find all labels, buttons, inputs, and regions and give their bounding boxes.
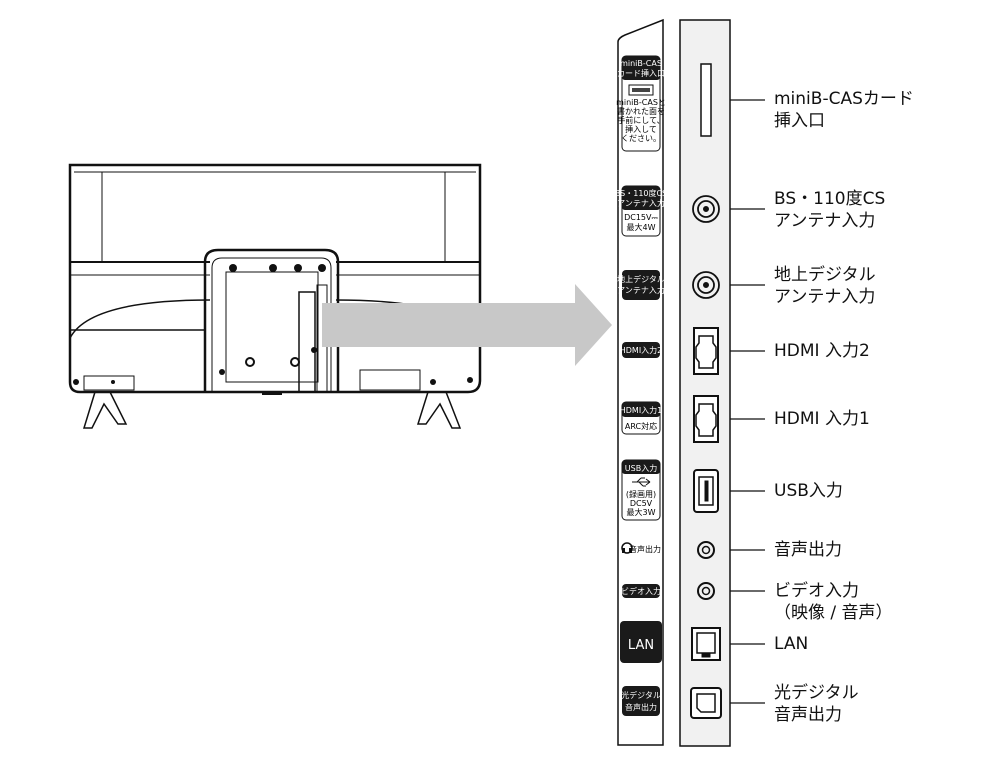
callout-audio-out: 音声出力 <box>774 540 842 560</box>
usb-symbol-icon <box>632 477 651 487</box>
callout-optical-line-1: 光デジタル <box>774 683 859 703</box>
strip-bs-title-1: BS・110度CS <box>615 188 667 198</box>
strip-optical-label: 光デジタル 音声出力 <box>621 686 661 716</box>
strip-video: ビデオ入力 <box>621 586 661 596</box>
strip-hdmi2: HDMI入力2 <box>620 345 663 355</box>
headphone-icon <box>621 542 633 554</box>
strip-usb-title: USB入力 <box>625 463 657 473</box>
strip-cas-note-3: 手前にして、 <box>617 115 664 125</box>
strip-cas-note-4: 挿入して <box>625 124 657 134</box>
strip-usb-note-3: 最大3W <box>627 507 656 517</box>
callout-lan: LAN <box>774 634 809 654</box>
callout-terrestrial-line-1: 地上デジタル <box>774 265 876 285</box>
strip-lan-label: LAN <box>620 621 662 663</box>
callout-cas: miniB-CASカード 挿入口 <box>774 88 914 132</box>
callout-bs-line-2: アンテナ入力 <box>774 211 876 231</box>
callout-optical-line-2: 音声出力 <box>774 705 842 725</box>
strip-bs-note-1: DC15V⎓ <box>624 213 658 222</box>
strip-hdmi1-note: ARC対応 <box>625 421 657 431</box>
strip-terrestrial-label: 地上デジタル アンテナ入力 <box>617 270 665 300</box>
tv-back-illustration <box>68 163 482 429</box>
strip-audio: 音声出力 <box>629 544 661 554</box>
strip-cas-note-2: 書かれた面を <box>617 106 665 116</box>
strip-usb-label: USB入力 (録画用) DC5V 最大3W <box>621 459 661 521</box>
strip-bs-title-2: アンテナ入力 <box>617 198 665 208</box>
strip-cas-title-2: カード挿入口 <box>617 68 665 78</box>
callout-usb: USB入力 <box>774 481 843 501</box>
strip-optical-2: 音声出力 <box>625 702 657 712</box>
pointer-arrow <box>322 284 612 366</box>
strip-cas-note-1: miniB-CASと <box>616 98 666 107</box>
strip-bs-note-2: 最大4W <box>627 222 656 232</box>
strip-lan: LAN <box>628 638 654 653</box>
optical-port-icon <box>690 687 722 719</box>
callout-video-in: ビデオ入力 （映像 / 音声） <box>774 580 893 624</box>
strip-usb-note-1: (録画用) <box>626 489 656 499</box>
tv-back-screws <box>73 264 473 385</box>
strip-bs-label: BS・110度CS アンテナ入力 DC15V⎓ 最大4W <box>615 185 667 237</box>
hdmi2-port-icon <box>693 327 719 375</box>
callout-optical: 光デジタル 音声出力 <box>774 682 859 726</box>
callout-lines <box>730 99 765 704</box>
callout-video-line-2: （映像 / 音声） <box>774 603 893 623</box>
callout-terrestrial: 地上デジタル アンテナ入力 <box>774 264 876 308</box>
connector-panel <box>679 19 731 747</box>
callout-bs-line-1: BS・110度CS <box>774 189 886 209</box>
lan-port-icon <box>691 627 721 661</box>
callout-hdmi1: HDMI 入力1 <box>774 409 870 429</box>
video-in-jack-icon <box>697 582 715 600</box>
callout-video-line-1: ビデオ入力 <box>774 581 859 601</box>
callout-terrestrial-line-2: アンテナ入力 <box>774 287 876 307</box>
strip-hdmi1: HDMI入力1 <box>620 405 663 415</box>
strip-usb-note-2: DC5V <box>630 499 653 508</box>
hdmi1-port-icon <box>693 395 719 443</box>
strip-video-label: ビデオ入力 <box>621 584 661 598</box>
callout-cas-line-2: 挿入口 <box>774 111 825 131</box>
audio-out-jack-icon <box>697 541 715 559</box>
strip-terrestrial-1: 地上デジタル <box>617 274 665 284</box>
usb-port-icon <box>693 469 719 513</box>
strip-optical-1: 光デジタル <box>621 690 661 700</box>
bs-antenna-jack-icon <box>692 195 720 223</box>
terrestrial-antenna-jack-icon <box>692 271 720 299</box>
strip-hdmi1-label: HDMI入力1 ARC対応 <box>620 401 663 435</box>
cas-card-slot <box>700 63 712 137</box>
strip-cas-label: miniB-CAS カード挿入口 miniB-CASと 書かれた面を 手前にして… <box>616 55 666 152</box>
strip-cas-title-1: miniB-CAS <box>620 59 662 68</box>
strip-audio-label: 音声出力 <box>621 542 661 554</box>
callout-bs: BS・110度CS アンテナ入力 <box>774 188 885 232</box>
strip-terrestrial-2: アンテナ入力 <box>617 285 665 295</box>
callout-cas-line-1: miniB-CASカード <box>774 89 914 109</box>
callout-hdmi2: HDMI 入力2 <box>774 341 870 361</box>
strip-hdmi2-label: HDMI入力2 <box>620 342 663 358</box>
strip-cas-note-5: ください。 <box>621 134 661 143</box>
